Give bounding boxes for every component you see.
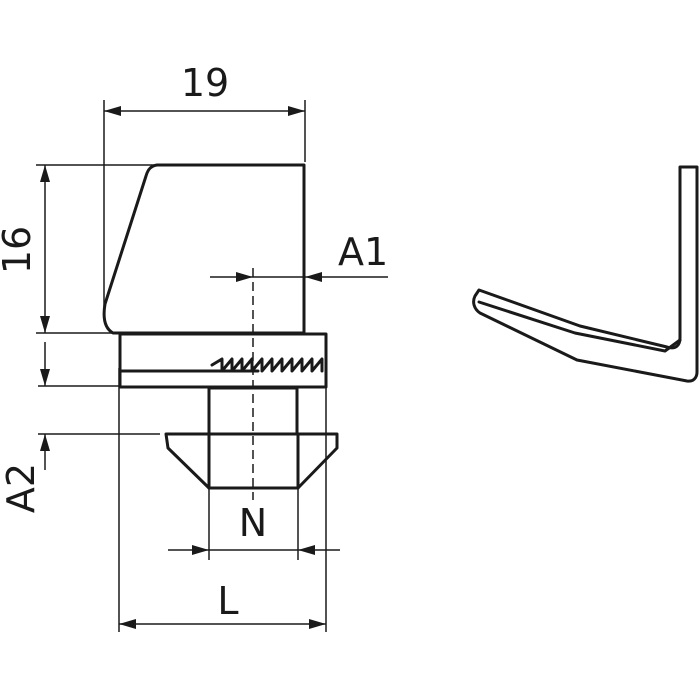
side-view-inner-edge [477, 300, 682, 353]
label-19: 19 [181, 61, 229, 105]
label-a2: A2 [0, 463, 43, 513]
arrow-l-right [309, 619, 326, 629]
arrow-l-left [119, 619, 136, 629]
dimension-a2: A2 [0, 342, 300, 513]
arrow-a1-left [236, 272, 253, 282]
arrow-16-top [40, 165, 50, 182]
label-n: N [239, 501, 267, 545]
arrow-n-left [192, 545, 209, 555]
dimension-a1: A1 [210, 230, 388, 282]
front-view [102, 163, 339, 500]
dimension-l: L [118, 368, 327, 632]
upper-body-outline [102, 163, 306, 335]
arrow-16-bottom [40, 316, 50, 333]
label-l: L [217, 579, 238, 623]
arrow-a2-bottom [40, 434, 50, 451]
dimension-19: 19 [103, 61, 306, 318]
arrow-a2-top [40, 369, 50, 386]
side-view-profile [472, 165, 699, 383]
serration-teeth [210, 357, 324, 373]
dimension-16: 16 [0, 164, 156, 334]
label-a1: A1 [338, 230, 388, 274]
arrow-19-left [104, 106, 121, 116]
arrow-19-right [288, 106, 305, 116]
side-view-outline [472, 165, 699, 383]
dimension-n: N [168, 488, 340, 560]
arrow-a1-right [305, 272, 322, 282]
arrow-n-right [298, 545, 315, 555]
label-16: 16 [0, 226, 39, 274]
t-nut-head [164, 432, 339, 490]
